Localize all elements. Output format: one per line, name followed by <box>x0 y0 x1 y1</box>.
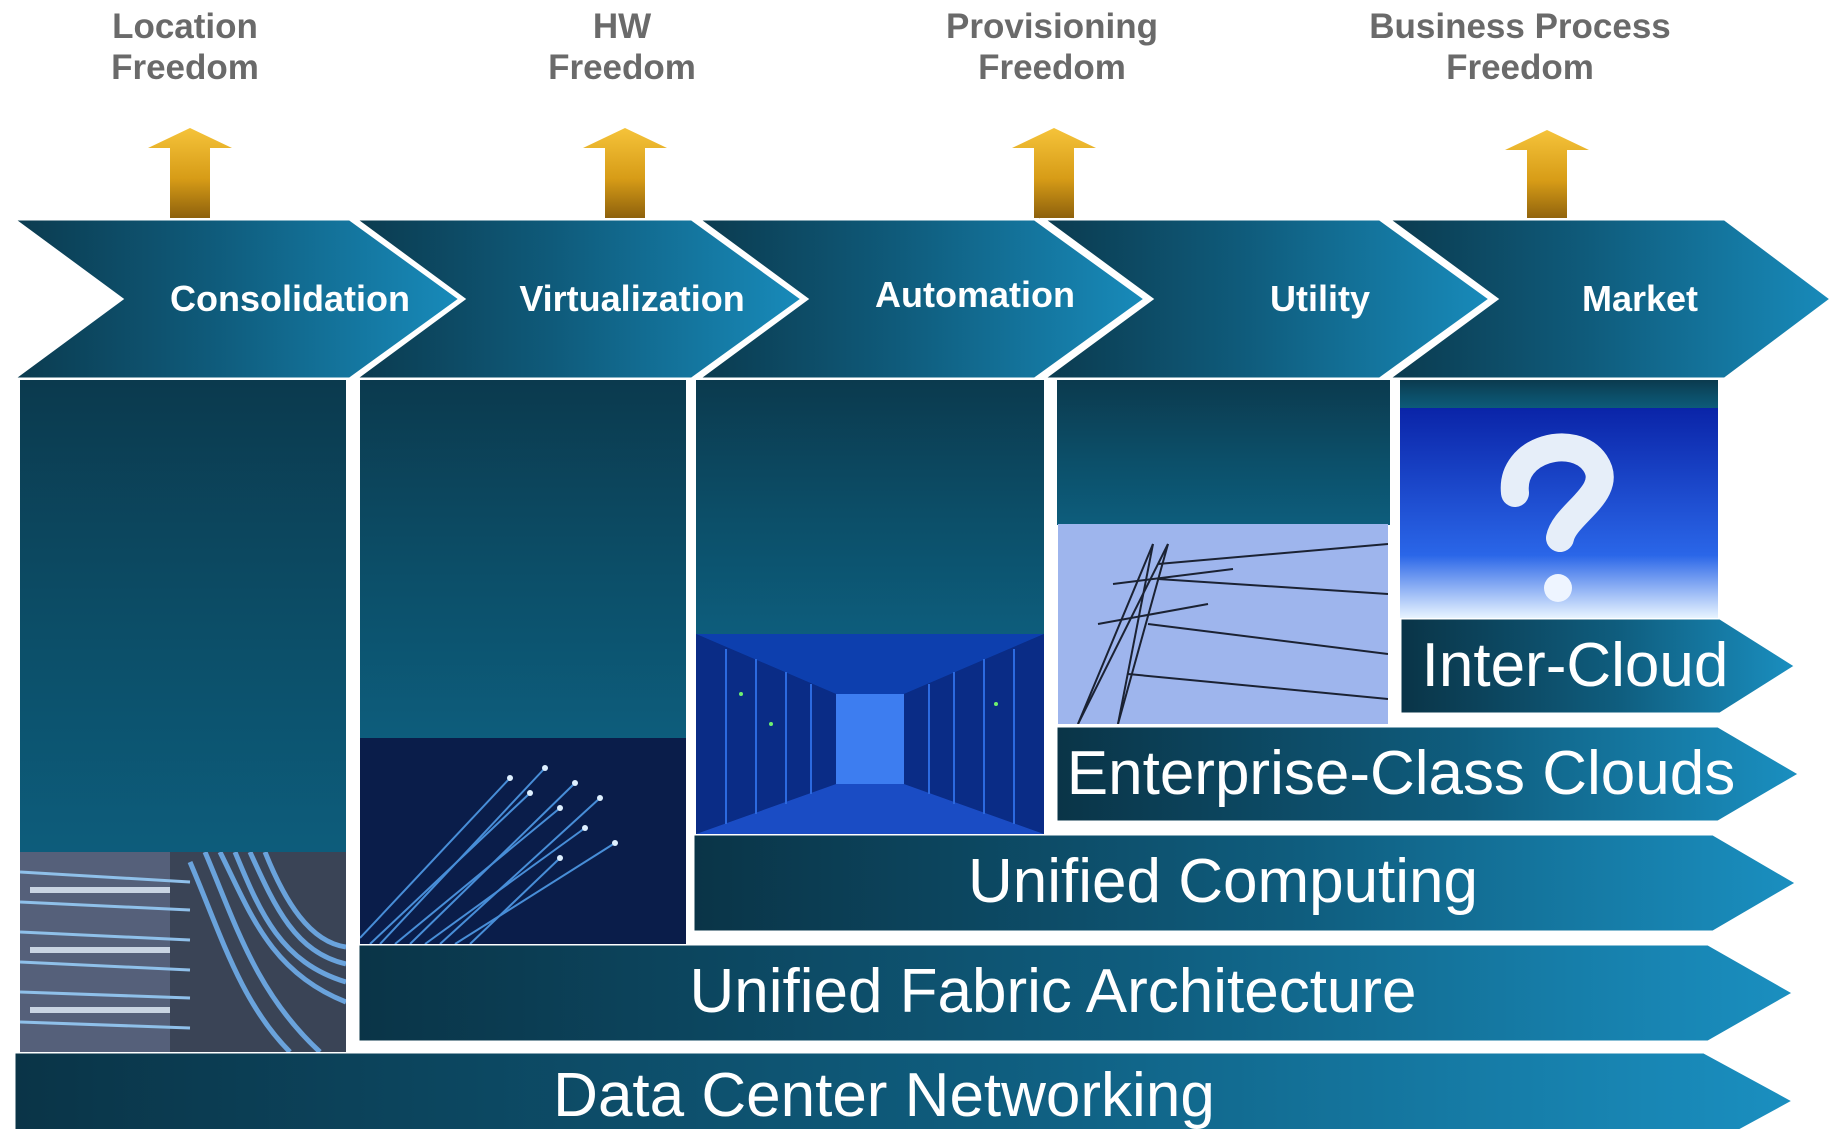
up-arrow-icon <box>148 128 232 220</box>
band-enterprise-class-clouds <box>1056 726 1803 822</box>
chevron-stage-utility <box>1040 218 1497 380</box>
layer-label-data-center-networking: Data Center Networking <box>553 1061 1215 1130</box>
stage-label-consolidation: Consolidation <box>170 278 410 319</box>
chevron-stage-market <box>1385 218 1836 380</box>
freedom-business-process-line1: Business Process <box>1369 7 1671 46</box>
fiber-optic-photo <box>360 738 686 944</box>
layer-label-unified-fabric-architecture: Unified Fabric Architecture <box>689 957 1417 1026</box>
up-arrow-icon <box>583 128 667 220</box>
freedom-provisioning: Provisioning Freedom <box>912 6 1192 88</box>
power-pylon-photo <box>1058 524 1388 724</box>
up-arrow-icon <box>1505 130 1589 222</box>
stage-label-market: Market <box>1581 278 1699 319</box>
column-market <box>1400 380 1718 410</box>
freedom-hw: HW Freedom <box>522 6 722 88</box>
band-unified-fabric-architecture <box>358 944 1798 1042</box>
server-aisle-photo <box>696 634 1044 834</box>
column-automation <box>696 380 1044 635</box>
band-data-center-networking <box>14 1052 1798 1129</box>
layer-label-enterprise-class-clouds: Enterprise-Class Clouds <box>1066 739 1736 808</box>
freedom-business-process: Business Process Freedom <box>1330 6 1710 88</box>
freedom-provisioning-line1: Provisioning <box>946 7 1158 46</box>
column-virtualization <box>360 380 686 740</box>
freedom-hw-line1: HW <box>592 7 652 46</box>
cable-rack-photo <box>20 852 346 1052</box>
up-arrow-icon <box>1012 128 1096 220</box>
band-inter-cloud <box>1400 618 1799 714</box>
freedom-business-process-line2: Freedom <box>1446 48 1594 87</box>
freedom-location-line1: Location <box>112 7 258 46</box>
chevron-stage-automation <box>695 218 1152 380</box>
chevron-stage-virtualization <box>352 218 809 380</box>
stage-label-automation: Automation <box>875 274 1075 315</box>
chevron-stage-consolidation <box>10 218 467 380</box>
freedom-provisioning-line2: Freedom <box>978 48 1126 87</box>
column-consolidation <box>20 380 346 860</box>
freedom-location: Location Freedom <box>85 6 285 88</box>
freedom-location-line2: Freedom <box>111 48 259 87</box>
cloud-question-photo <box>1400 408 1718 618</box>
freedom-hw-line2: Freedom <box>548 48 696 87</box>
column-utility <box>1057 380 1390 525</box>
stage-label-utility: Utility <box>1269 278 1370 319</box>
stage-label-virtualization: Virtualization <box>519 278 745 319</box>
band-unified-computing <box>693 834 1800 932</box>
layer-label-unified-computing: Unified Computing <box>967 847 1479 916</box>
layer-label-inter-cloud: Inter-Cloud <box>1421 631 1729 700</box>
